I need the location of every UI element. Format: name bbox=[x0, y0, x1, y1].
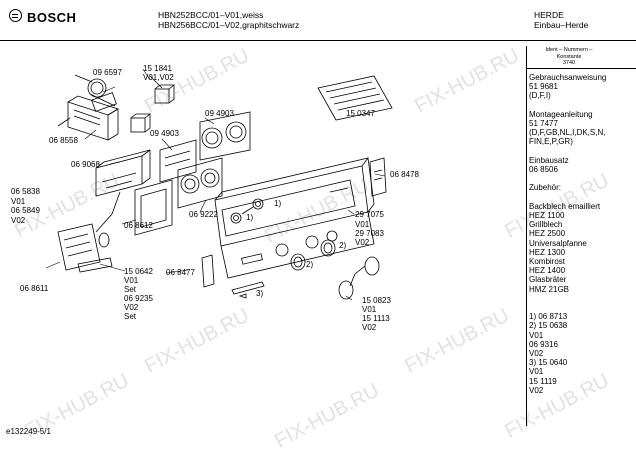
part-label-094903: 09 4903 bbox=[150, 129, 179, 138]
rotary-knob-part bbox=[290, 239, 380, 300]
stamp-divider bbox=[526, 68, 636, 69]
footnote-marker: 1) bbox=[246, 213, 254, 222]
part-label-068611: 06 8611 bbox=[20, 284, 49, 293]
panel-divider bbox=[526, 46, 527, 426]
control-panel-part bbox=[214, 157, 375, 279]
documentation-line: Zubehör: bbox=[529, 183, 562, 193]
documentation-line: HEZ 1400 bbox=[529, 266, 566, 276]
part-variant-label: V02 bbox=[362, 323, 377, 332]
model-line-1: HBN252BCC/01–V01,weiss bbox=[158, 10, 264, 20]
part-label-069068: 06 9068 bbox=[71, 160, 100, 169]
documentation-line: Universalpfanne bbox=[529, 238, 587, 248]
documentation-line: 1) 06 8713 bbox=[529, 312, 568, 322]
ident-stamp: Ident – Nummern – Konstante 3740 bbox=[534, 47, 604, 67]
documentation-line: Einbausatz bbox=[529, 155, 569, 165]
side-bracket-part bbox=[369, 157, 387, 197]
documentation-line: V02 bbox=[529, 349, 544, 358]
documentation-line: Grillblech bbox=[529, 220, 563, 230]
header-divider bbox=[0, 40, 636, 41]
part-label-065849: 06 5849 bbox=[11, 206, 40, 215]
part-label-068478: 06 8478 bbox=[390, 170, 419, 179]
part-label-069235: 06 9235 bbox=[124, 294, 153, 303]
part-set-label: Set bbox=[124, 312, 137, 321]
documentation-line: Gebrauchsanweisung bbox=[529, 73, 607, 82]
category-line-2: Einbau–Herde bbox=[534, 20, 589, 30]
part-label-297075: 29 7075 bbox=[355, 210, 384, 219]
part-label-096597: 09 6597 bbox=[93, 68, 122, 77]
part-variant-label: V01 bbox=[362, 305, 377, 314]
documentation-line: V02 bbox=[529, 385, 544, 395]
part-variant-label: V02 bbox=[355, 238, 370, 247]
footnote-marker: 1) bbox=[274, 199, 282, 208]
documentation-line: 3) 15 0640 bbox=[529, 358, 568, 368]
part-label-150823: 15 0823 bbox=[362, 296, 391, 305]
documentation-line: HMZ 21GB bbox=[529, 284, 570, 294]
part-variant-label: V02 bbox=[11, 216, 26, 225]
parts-drawing bbox=[45, 68, 393, 301]
documentation-line: V01 bbox=[529, 367, 544, 377]
documentation-line: Kombirost bbox=[529, 257, 566, 266]
part-label-065838: 06 5838 bbox=[11, 187, 40, 196]
display-board-part bbox=[57, 223, 113, 273]
part-label-069222: 06 9222 bbox=[189, 210, 218, 219]
part-label-068612: 06 8612 bbox=[124, 221, 153, 230]
part-label-151113: 15 1113 bbox=[362, 314, 390, 323]
part-variant-label: V02 bbox=[124, 303, 139, 312]
control-module-part bbox=[95, 149, 151, 233]
documentation-line: 06 9316 bbox=[529, 339, 558, 349]
side-bracket-part bbox=[201, 254, 215, 288]
documentation-line: Glasbräter bbox=[529, 275, 567, 285]
part-variant-label: V01 bbox=[124, 276, 139, 285]
part-label-150347: 15 0347 bbox=[346, 109, 375, 118]
footnote-marker: 2) bbox=[306, 260, 314, 269]
documentation-line: (D,F,I) bbox=[529, 91, 551, 101]
model-line-2: HBN256BCC/01–V02,graphitschwarz bbox=[158, 20, 300, 30]
drawing-code: e132249-5/1 bbox=[6, 427, 51, 436]
part-label-094903: 09 4903 bbox=[205, 109, 234, 118]
bosch-logo-icon bbox=[9, 9, 22, 22]
part-label-068558: 06 8558 bbox=[49, 136, 78, 145]
documentation-line: 2) 15 0638 bbox=[529, 321, 568, 331]
part-set-label: Set bbox=[124, 285, 137, 294]
documentation-line: 15 1119 bbox=[529, 376, 557, 386]
brand-logo: BOSCH bbox=[27, 10, 77, 25]
parts-bag-part bbox=[317, 75, 393, 121]
cable-coil-part bbox=[74, 74, 117, 112]
documentation-line: 51 9681 bbox=[529, 82, 558, 92]
switch-block-part bbox=[57, 95, 119, 141]
part-label-297083: 29 7083 bbox=[355, 229, 384, 238]
part-variant-label: V01 bbox=[11, 197, 26, 206]
small-switch-part bbox=[130, 75, 176, 133]
part-label-150642: 15 0642 bbox=[124, 267, 153, 276]
stamp-line-1: Ident – Nummern – Konstante bbox=[545, 47, 593, 60]
documentation-line: HEZ 1100 bbox=[529, 211, 565, 220]
part-label-068477: 06 8477 bbox=[166, 268, 195, 277]
documentation-line: (D,F,GB,NL,I,DK,S,N, bbox=[529, 128, 606, 138]
documentation-line: FIN,E,P,GR) bbox=[529, 137, 573, 147]
footnote-marker: 3) bbox=[256, 289, 264, 298]
control-bracket-part bbox=[159, 111, 251, 209]
documentation-line: HEZ 2500 bbox=[529, 229, 566, 239]
documentation-line: HEZ 1300 bbox=[529, 247, 566, 257]
part-variant-label: V01 bbox=[355, 220, 370, 229]
documentation-line: 51 7477 bbox=[529, 119, 558, 128]
stamp-line-2: 3740 bbox=[562, 60, 576, 66]
documentation-line: 06 8506 bbox=[529, 165, 558, 174]
documentation-line: V01 bbox=[529, 330, 544, 340]
documentation-line: Montageanleitung bbox=[529, 109, 593, 119]
footnote-marker: 2) bbox=[339, 241, 347, 250]
leader-lines bbox=[45, 68, 386, 301]
cover-strip-part bbox=[231, 281, 265, 299]
documentation-line: Backblech emailliert bbox=[529, 201, 601, 211]
category-line-1: HERDE bbox=[534, 10, 564, 20]
knob-holder-part bbox=[230, 198, 264, 224]
part-variant-label: V01,V02 bbox=[143, 73, 174, 82]
part-label-151841: 15 1841 bbox=[143, 64, 172, 73]
